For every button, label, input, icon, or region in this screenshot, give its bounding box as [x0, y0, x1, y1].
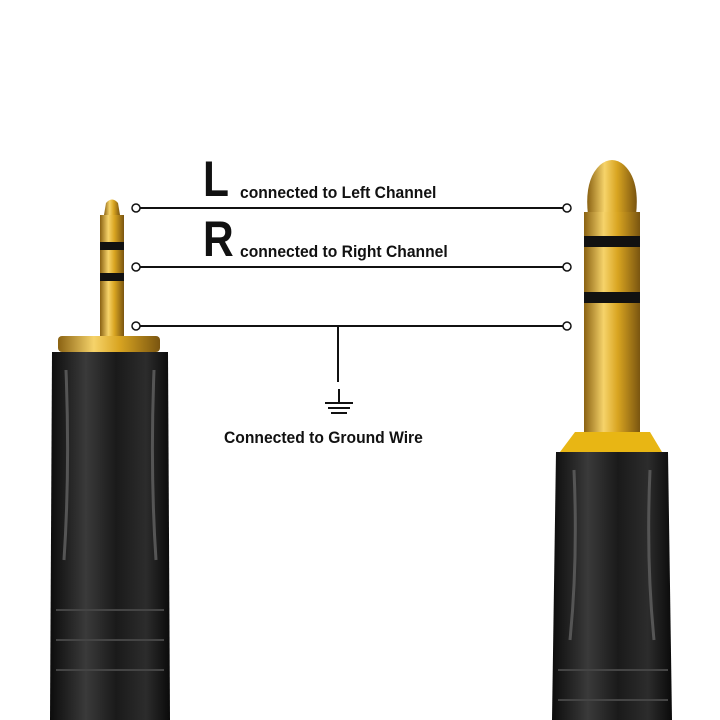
right-channel-label: connected to Right Channel	[240, 242, 448, 261]
left-channel-letter: L	[203, 151, 229, 207]
right-channel-letter: R	[203, 211, 234, 267]
left-channel-label: connected to Left Channel	[240, 183, 437, 202]
ground-symbol-icon	[325, 389, 353, 414]
ground-label: Connected to Ground Wire	[224, 428, 423, 447]
right-6.35mm-plug	[552, 160, 672, 720]
wire-left-channel	[131, 203, 572, 213]
wire-ground	[131, 321, 572, 382]
wire-right-channel	[131, 262, 572, 272]
left-3.5mm-plug	[50, 199, 170, 720]
